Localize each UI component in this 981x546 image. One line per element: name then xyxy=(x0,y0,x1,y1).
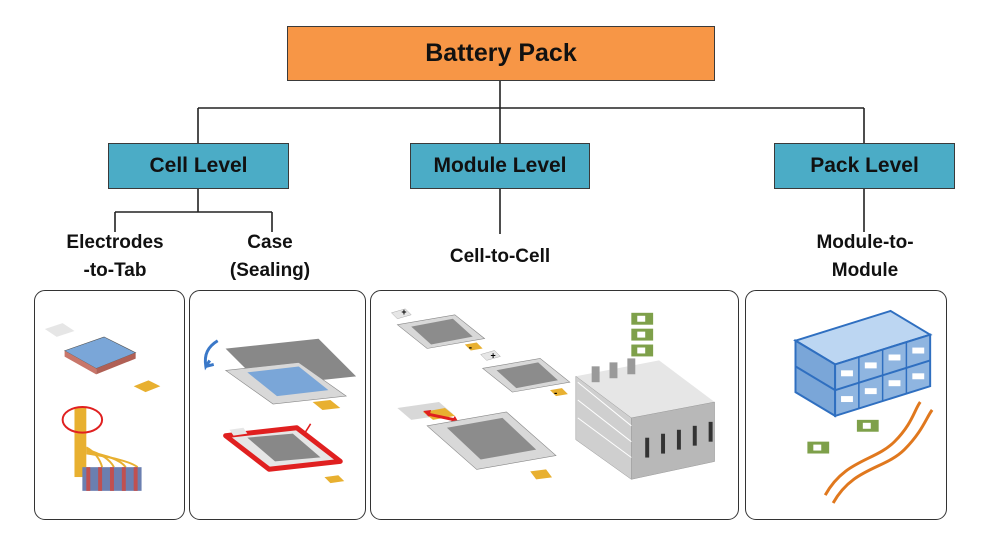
cell-b-minus-sign: - xyxy=(554,388,557,399)
cell-stack xyxy=(575,358,715,480)
battery-pack-label: Battery Pack xyxy=(425,39,577,67)
cell-b-plus-sign: + xyxy=(491,350,496,360)
pack-level-label: Pack Level xyxy=(810,154,919,177)
cell-to-cell-panel: + - + - xyxy=(370,290,739,520)
module-blocks xyxy=(793,309,933,418)
electrode-tab-illustration xyxy=(44,323,161,491)
module-to-module-label: Module-to- Module xyxy=(816,232,914,281)
battery-pack-node: Battery Pack xyxy=(287,26,715,81)
electrodes-to-tab-label: Electrodes -to-Tab xyxy=(66,232,164,281)
module-to-module-illustration xyxy=(793,309,934,504)
busbars xyxy=(823,401,934,504)
module-level-label: Module Level xyxy=(433,154,567,177)
pack-level-node: Pack Level xyxy=(774,143,955,189)
cell-to-cell-illustration: + - + - xyxy=(390,307,715,480)
green-spacers xyxy=(631,312,654,357)
cell-to-cell-label: Cell-to-Cell xyxy=(449,246,551,267)
case-sealing-illustration xyxy=(203,338,357,484)
case-sealing-label: Case (Sealing) xyxy=(229,232,311,281)
electrodes-to-tab-panel xyxy=(34,290,185,520)
module-level-node: Module Level xyxy=(410,143,590,189)
cell-level-label: Cell Level xyxy=(149,154,248,177)
case-sealing-panel xyxy=(189,290,366,520)
cell-level-node: Cell Level xyxy=(108,143,289,189)
cell-a-minus-sign: - xyxy=(469,342,472,353)
module-to-module-panel xyxy=(745,290,947,520)
cell-a-plus-sign: + xyxy=(401,307,406,317)
green-connectors xyxy=(807,419,879,454)
